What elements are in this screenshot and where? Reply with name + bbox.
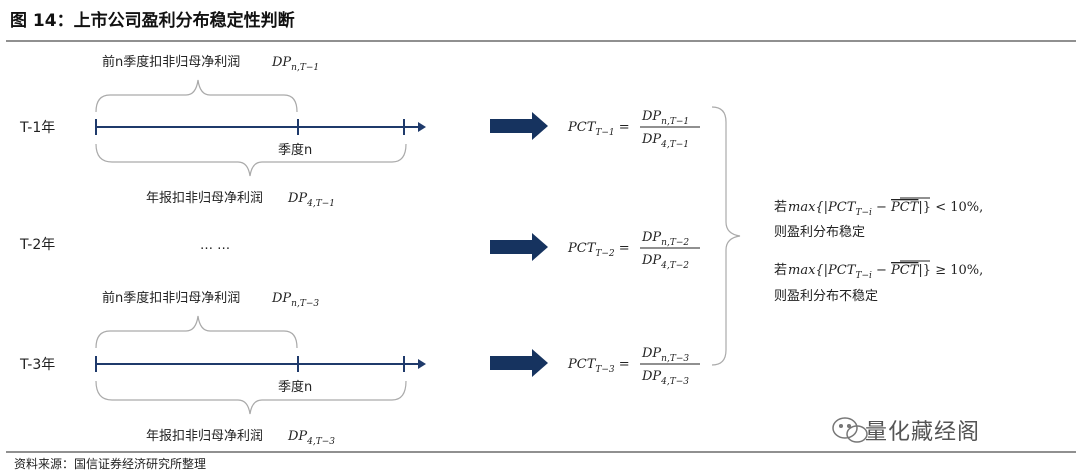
source-note: 资料来源：国信证券经济研究所整理 [14,457,207,471]
quarter-label: 季度n [278,142,312,158]
row-t2: T-2年 … … PCTT−2 = DPn,T−2 DP4,T−2 [19,230,700,271]
top-brace-math: DPn,T−1 [271,55,319,73]
stable-result: 则盈利分布稳定 [774,224,865,240]
bottom-brace [95,380,407,415]
right-brace [711,106,741,366]
timeline-arrowhead [418,359,426,369]
unstable-expression: max{|PCTT−i − PCT|} ≥ 10%, [788,263,983,281]
unstable-condition: 若 max{|PCTT−i − PCT|} ≥ 10%, 则盈利分布不稳定 [774,260,983,304]
year-label: T-2年 [19,237,55,253]
wechat-icon [832,417,868,443]
stable-prefix: 若 [774,199,787,215]
unstable-prefix: 若 [774,262,787,278]
result-arrow [490,349,548,377]
formula-numerator: DPn,T−2 [641,230,689,248]
formula-left: PCTT−2 = [567,241,630,259]
bottom-brace-math: DP4,T−1 [287,191,335,209]
top-brace [95,315,298,349]
watermark-text: 量化藏经阁 [865,420,981,445]
top-brace-label: 前n季度扣非归母净利润 [102,54,240,70]
formula-left: PCTT−3 = [567,357,630,375]
bottom-brace-label: 年报扣非归母净利润 [146,429,263,444]
formula-left: PCTT−1 = [567,120,630,138]
bottom-brace [95,143,407,177]
quarter-label: 季度n [278,379,312,395]
top-brace [95,79,298,113]
top-brace-math: DPn,T−3 [271,291,319,309]
bottom-brace-label: 年报扣非归母净利润 [146,191,263,206]
stable-condition: 若 max{|PCTT−i − PCT|} < 10%, 则盈利分布稳定 [774,197,983,240]
result-arrow [490,233,548,261]
year-label: T-3年 [19,357,55,373]
formula-denominator: DP4,T−2 [641,253,689,271]
formula-denominator: DP4,T−3 [641,369,689,387]
formula-numerator: DPn,T−3 [641,346,689,364]
row-t3: 前n季度扣非归母净利润 DPn,T−3 T-3年 季度n 年报扣非归母净利润 D… [19,290,700,447]
formula-denominator: DP4,T−1 [641,132,689,150]
top-brace-label: 前n季度扣非归母净利润 [102,290,240,306]
stable-expression: max{|PCTT−i − PCT|} < 10%, [788,200,983,218]
row-t1: 前n季度扣非归母净利润 DPn,T−1 T-1年 季度n 年报扣非归母净利润 D… [19,54,700,209]
bottom-brace-math: DP4,T−3 [287,429,335,447]
formula-numerator: DPn,T−1 [641,109,689,127]
timeline-arrowhead [418,122,426,132]
result-arrow [490,112,548,140]
unstable-result: 则盈利分布不稳定 [774,288,878,304]
ellipsis: … … [200,238,230,253]
figure-title: 图 14：上市公司盈利分布稳定性判断 [10,11,295,31]
year-label: T-1年 [19,120,55,136]
